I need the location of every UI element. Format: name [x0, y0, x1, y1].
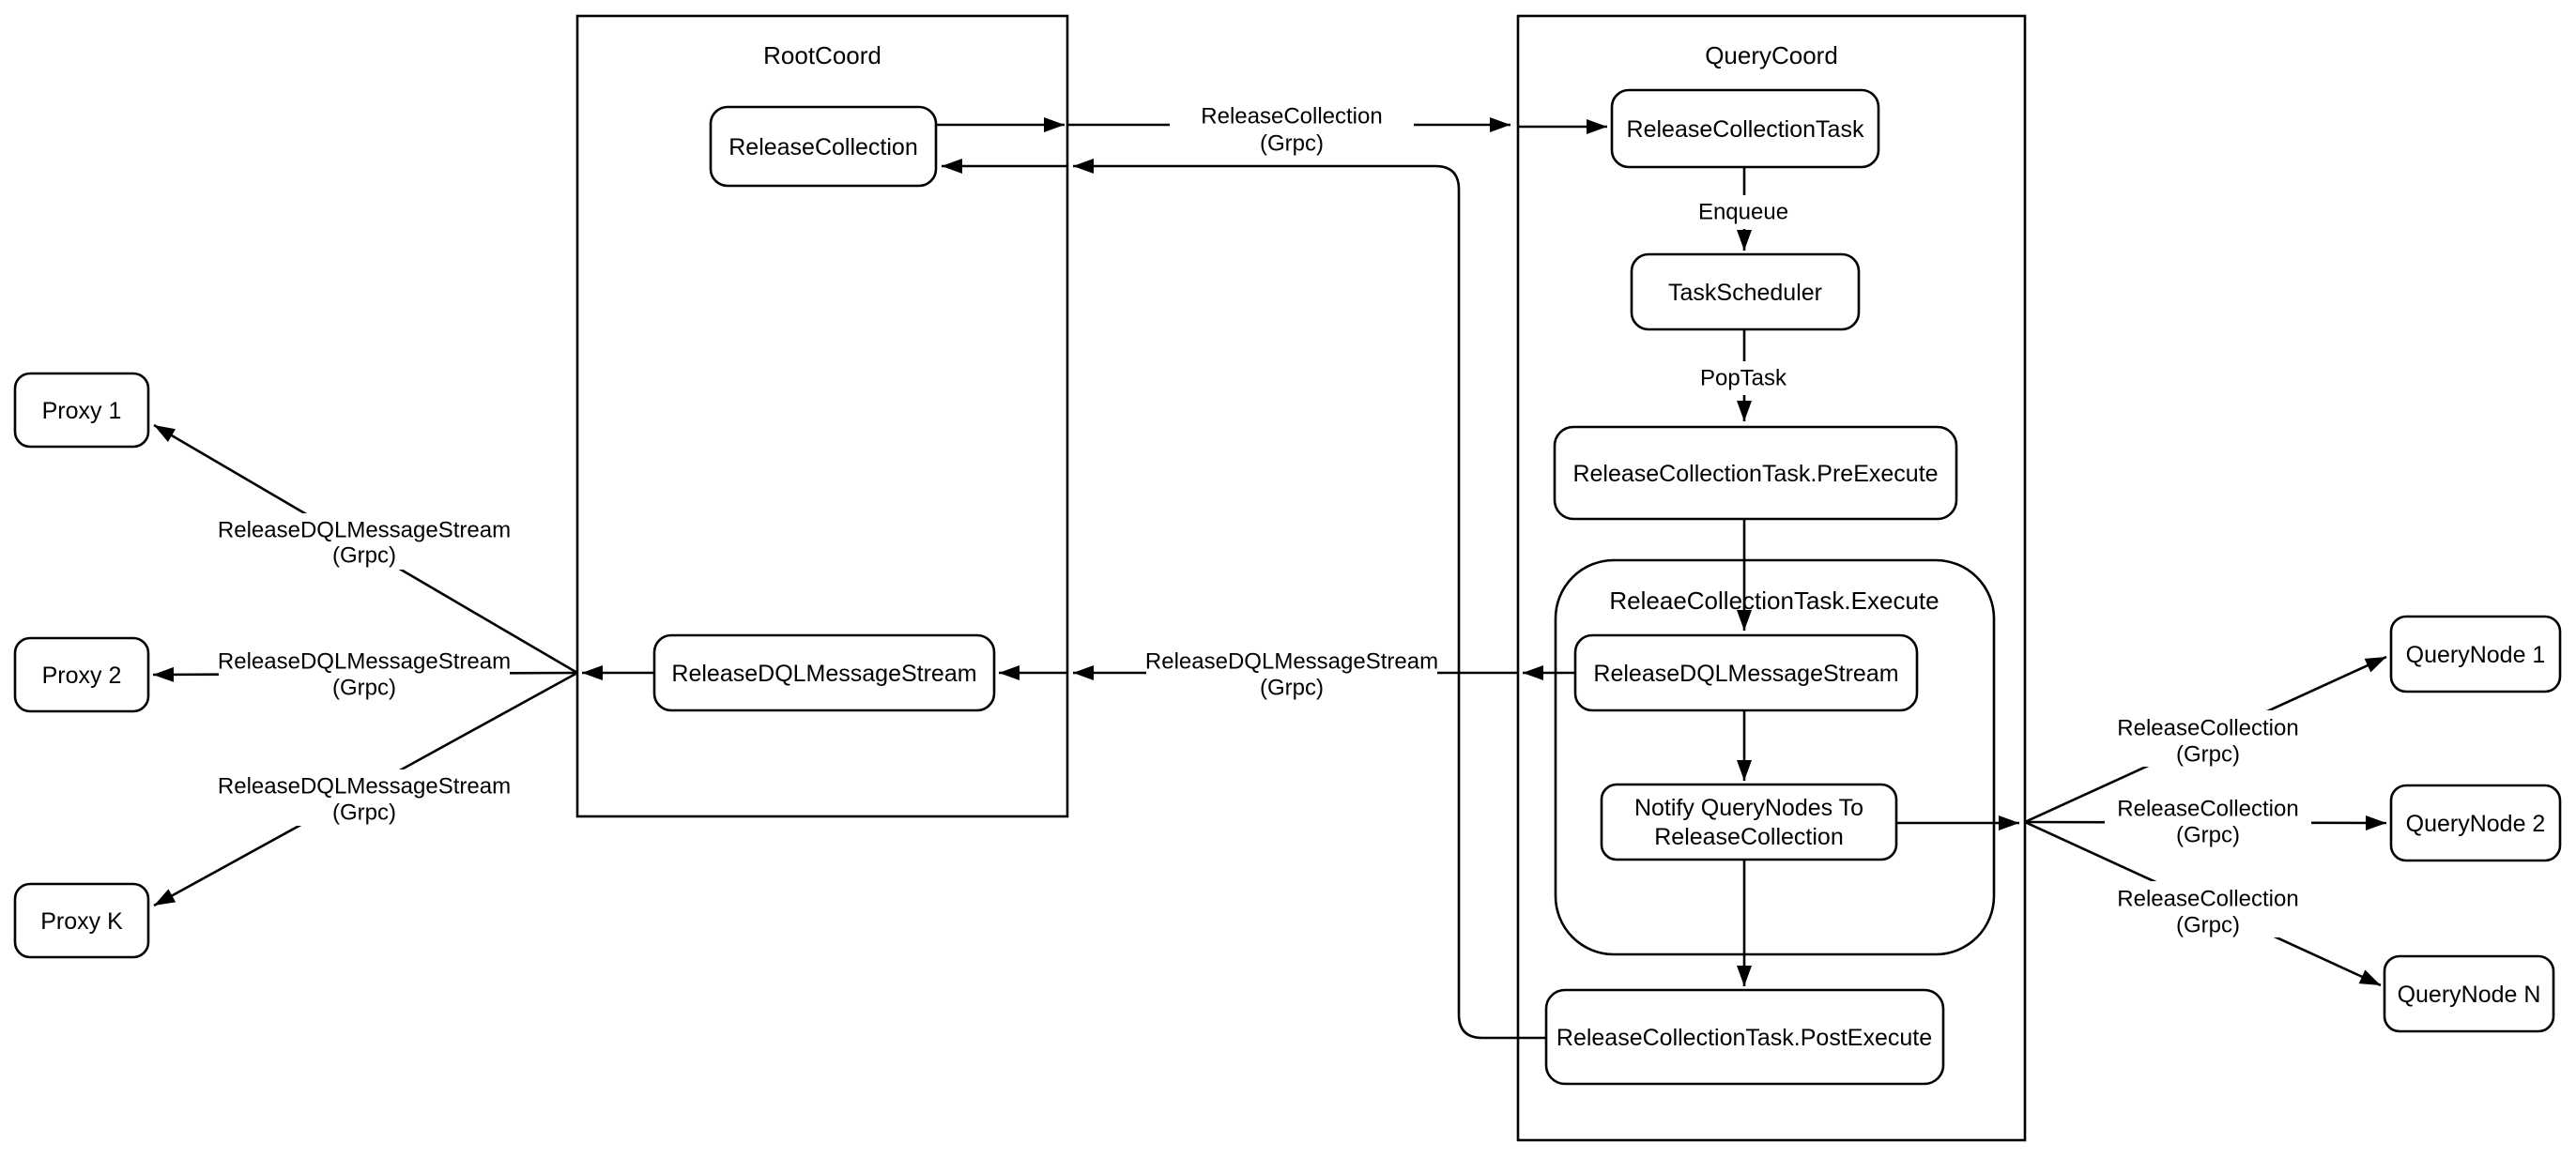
edge-label-text: Enqueue — [1698, 200, 1788, 225]
edge-label-enqueue: Enqueue — [1689, 195, 1800, 229]
edge-label-dql-proxy1: ReleaseDQLMessageStream (Grpc) — [218, 513, 511, 570]
node-proxy-1: Proxy 1 — [13, 372, 150, 449]
edge-label-bg — [1170, 99, 1414, 156]
rootcoord-title: RootCoord — [763, 41, 882, 69]
edge-label-line2: (Grpc) — [1260, 676, 1324, 701]
node-postexecute-box — [1544, 988, 1945, 1086]
edge-label-dql-proxyk: ReleaseDQLMessageStream (Grpc) — [218, 769, 511, 826]
node-release-collection-box — [709, 105, 938, 188]
edge-label-line1: ReleaseCollection — [2117, 716, 2298, 741]
node-preexecute: ReleaseCollectionTask.PreExecute — [1553, 425, 1958, 521]
node-proxy-k: Proxy K — [13, 882, 150, 959]
edge-label-line1: ReleaseCollection — [2117, 797, 2298, 822]
edge-label-bg — [1689, 195, 1800, 229]
node-notify-querynodes-label-line1: Notify QueryNodes To — [1634, 795, 1863, 821]
node-querynode-2-box — [2389, 784, 2562, 862]
node-task-scheduler-label: TaskScheduler — [1668, 280, 1822, 306]
edge-label-line1: ReleaseDQLMessageStream — [1145, 649, 1438, 675]
edge-label-bg — [1694, 361, 1795, 395]
edge-label-line2: (Grpc) — [2176, 742, 2240, 768]
node-exec-dql-stream: ReleaseDQLMessageStream — [1573, 633, 1919, 712]
node-proxy-1-label: Proxy 1 — [42, 398, 122, 424]
edge-label-bg — [2105, 791, 2311, 847]
edge-postexecute-return — [1073, 159, 1545, 1040]
node-notify-querynodes-box — [1600, 783, 1898, 861]
edge-label-bg — [2105, 710, 2311, 767]
node-proxy-1-box — [13, 372, 150, 449]
node-release-collection-task-box — [1610, 88, 1880, 169]
node-proxy-2-label: Proxy 2 — [42, 663, 122, 689]
edge-label-line1: ReleaseCollection — [1201, 104, 1382, 129]
edge-label-text: PopTask — [1700, 366, 1787, 391]
rootcoord-container — [575, 14, 1069, 818]
node-proxy-2: Proxy 2 — [13, 636, 150, 713]
edge-label-line2: (Grpc) — [1260, 131, 1324, 157]
node-proxy-2-box — [13, 636, 150, 713]
node-querynode-1-box — [2389, 615, 2562, 693]
edge-label-bg — [2105, 881, 2311, 937]
node-proxy-k-label: Proxy K — [40, 908, 123, 935]
node-release-collection-task-label: ReleaseCollectionTask — [1627, 116, 1864, 143]
edge-label-line1: ReleaseDQLMessageStream — [218, 518, 511, 543]
querycoord-title: QueryCoord — [1705, 41, 1838, 69]
edge-label-rc-querynode2: ReleaseCollection (Grpc) — [2105, 791, 2311, 848]
node-notify-querynodes: Notify QueryNodes To ReleaseCollection — [1600, 783, 1898, 861]
edge-label-line2: (Grpc) — [2176, 913, 2240, 938]
execute-group-container — [1554, 558, 1996, 956]
edge-label-bg — [1146, 645, 1437, 701]
node-preexecute-label: ReleaseCollectionTask.PreExecute — [1572, 461, 1938, 487]
node-querynode-2: QueryNode 2 — [2389, 784, 2562, 862]
node-postexecute: ReleaseCollectionTask.PostExecute — [1544, 988, 1945, 1086]
node-root-dql-stream-box — [652, 633, 996, 712]
node-querynode-n: QueryNode N — [2383, 954, 2555, 1033]
edge-label-line2: (Grpc) — [332, 800, 396, 826]
node-release-collection: ReleaseCollection — [709, 105, 938, 188]
edge-label-bg — [219, 645, 510, 701]
edge-label-dql-proxy2: ReleaseDQLMessageStream (Grpc) — [218, 645, 511, 701]
edge-label-line1: ReleaseDQLMessageStream — [218, 774, 511, 800]
node-preexecute-box — [1553, 425, 1958, 521]
node-querynode-1: QueryNode 1 — [2389, 615, 2562, 693]
edge-label-line2: (Grpc) — [332, 543, 396, 569]
edge-label-rc-querynoden: ReleaseCollection (Grpc) — [2105, 881, 2311, 938]
edge-label-poptask: PopTask — [1694, 361, 1795, 395]
node-querynode-1-label: QueryNode 1 — [2406, 642, 2546, 668]
edge-label-rc-querynode1: ReleaseCollection (Grpc) — [2105, 710, 2311, 768]
node-root-dql-stream-label: ReleaseDQLMessageStream — [671, 661, 976, 687]
node-task-scheduler-box — [1630, 252, 1861, 331]
node-querynode-2-label: QueryNode 2 — [2406, 811, 2546, 837]
edge-label-line2: (Grpc) — [2176, 823, 2240, 848]
edge-label-dql-mid: ReleaseDQLMessageStream (Grpc) — [1145, 645, 1438, 701]
edge-label-releasecollection-grpc: ReleaseCollection (Grpc) — [1170, 99, 1414, 157]
edge-label-line1: ReleaseDQLMessageStream — [218, 649, 511, 675]
node-exec-dql-stream-box — [1573, 633, 1919, 712]
node-exec-dql-stream-label: ReleaseDQLMessageStream — [1593, 661, 1898, 687]
edge-label-bg — [219, 513, 510, 570]
edge-label-line1: ReleaseCollection — [2117, 887, 2298, 912]
node-querynode-n-label: QueryNode N — [2398, 982, 2541, 1008]
node-release-collection-label: ReleaseCollection — [728, 134, 918, 160]
node-querynode-n-box — [2383, 954, 2555, 1033]
node-notify-querynodes-label-line2: ReleaseCollection — [1654, 824, 1844, 850]
edge-label-bg — [219, 769, 510, 826]
edge-label-line2: (Grpc) — [332, 676, 396, 701]
node-release-collection-task: ReleaseCollectionTask — [1610, 88, 1880, 169]
querycoord-container — [1516, 14, 2027, 1142]
node-proxy-k-box — [13, 882, 150, 959]
node-postexecute-label: ReleaseCollectionTask.PostExecute — [1556, 1025, 1932, 1051]
node-task-scheduler: TaskScheduler — [1630, 252, 1861, 331]
execute-group-title: ReleaeCollectionTask.Execute — [1609, 586, 1939, 615]
node-root-dql-stream: ReleaseDQLMessageStream — [652, 633, 996, 712]
